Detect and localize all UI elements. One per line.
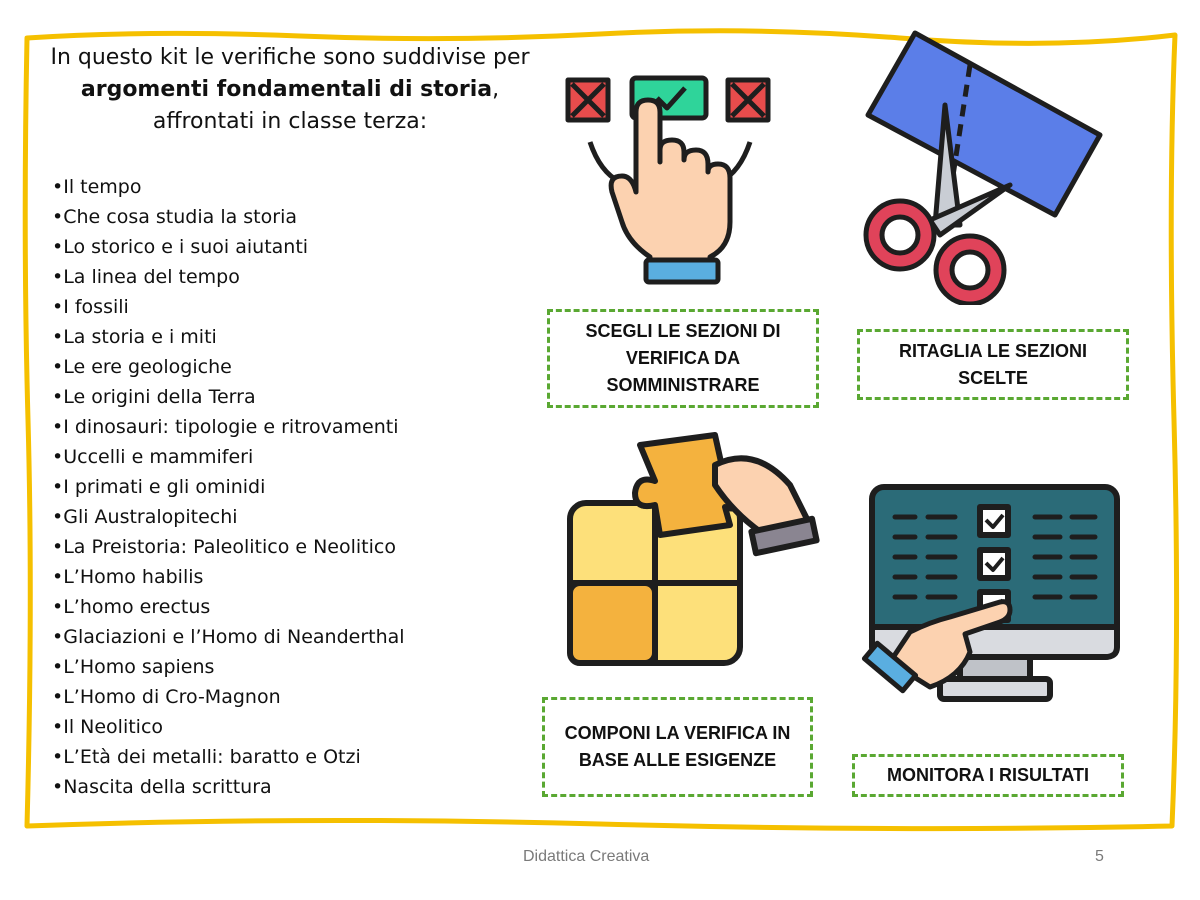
step-label: MONITORA I RISULTATI	[887, 765, 1089, 785]
list-item: La storia e i miti	[52, 322, 405, 352]
list-item: La Preistoria: Paleolitico e Neolitico	[52, 532, 405, 562]
list-item: Che cosa studia la storia	[52, 202, 405, 232]
list-item: I fossili	[52, 292, 405, 322]
list-item: Il tempo	[52, 172, 405, 202]
list-item: Gli Australopitechi	[52, 502, 405, 532]
list-item: Uccelli e mammiferi	[52, 442, 405, 472]
list-item: Il Neolitico	[52, 712, 405, 742]
hand-choose-icon	[565, 75, 771, 285]
topic-list: Il tempo Che cosa studia la storia Lo st…	[52, 172, 405, 802]
page-number: 5	[1095, 848, 1104, 865]
list-item: L’Homo sapiens	[52, 652, 405, 682]
list-item: Lo storico e i suoi aiutanti	[52, 232, 405, 262]
puzzle-icon	[567, 432, 820, 666]
intro-before: In questo kit le verifiche sono suddivis…	[50, 45, 530, 70]
monitor-checklist-icon	[861, 484, 1120, 702]
step-box-compose: COMPONI LA VERIFICA IN BASE ALLE ESIGENZ…	[542, 697, 813, 797]
list-item: Glaciazioni e l’Homo di Neanderthal	[52, 622, 404, 652]
step-box-choose: SCEGLI LE SEZIONI DI VERIFICA DA SOMMINI…	[547, 309, 819, 408]
list-item: La linea del tempo	[52, 262, 405, 292]
list-item: L’Homo di Cro-Magnon	[52, 682, 405, 712]
step-box-cut: RITAGLIA LE SEZIONI SCELTE	[857, 329, 1129, 400]
step-label: SCEGLI LE SEZIONI DI VERIFICA DA SOMMINI…	[585, 321, 781, 395]
list-item: I primati e gli ominidi	[52, 472, 405, 502]
step-box-monitor: MONITORA I RISULTATI	[852, 754, 1124, 797]
intro-text: In questo kit le verifiche sono suddivis…	[50, 42, 530, 138]
list-item: Le ere geologiche	[52, 352, 405, 382]
list-item: L’Età dei metalli: baratto e Otzi	[52, 742, 405, 772]
step-label: COMPONI LA VERIFICA IN BASE ALLE ESIGENZ…	[564, 723, 791, 770]
intro-after: , affrontati in classe terza:	[152, 77, 500, 134]
scissors-icon	[863, 30, 1103, 305]
footer-text: Didattica Creativa	[523, 848, 650, 865]
list-item: Nascita della scrittura	[52, 772, 405, 802]
step-label: RITAGLIA LE SEZIONI SCELTE	[899, 340, 1087, 388]
list-item: I dinosauri: tipologie e ritrovamenti	[52, 412, 405, 442]
list-item: Le origini della Terra	[52, 382, 405, 412]
list-item: L’Homo habilis	[52, 562, 405, 592]
list-item: L’homo erectus	[52, 592, 405, 622]
intro-bold: argomenti fondamentali di storia	[80, 77, 493, 102]
